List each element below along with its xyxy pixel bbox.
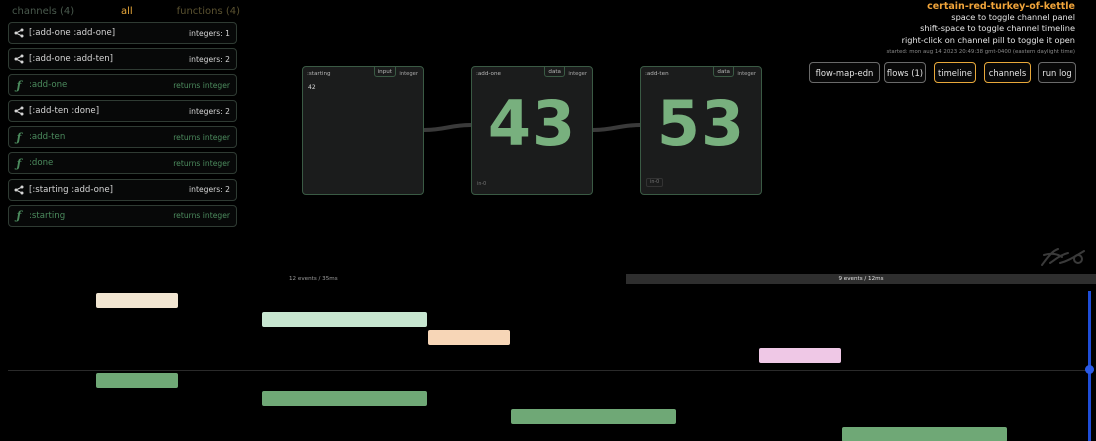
- tab-all[interactable]: all: [121, 6, 133, 17]
- timeline-event[interactable]: [842, 427, 1007, 441]
- function-icon: ƒ: [16, 156, 22, 170]
- list-item-meta: returns integer: [173, 132, 230, 142]
- list-item-meta: integers: 2: [189, 106, 230, 116]
- list-item-function[interactable]: ƒ :done returns integer: [8, 152, 237, 175]
- node-badge: data: [713, 66, 734, 77]
- list-item-function[interactable]: ƒ :add-one returns integer: [8, 74, 237, 97]
- list-item-label: :add-one: [29, 80, 68, 91]
- node-port: in-0: [477, 182, 487, 187]
- timeline-event[interactable]: [759, 348, 841, 363]
- function-icon: ƒ: [16, 78, 22, 92]
- hint-channel-timeline: shift-space to toggle channel timeline: [920, 23, 1075, 34]
- list-item-label: :starting: [29, 210, 66, 221]
- timeline-scrubber-handle[interactable]: [1085, 365, 1094, 374]
- list-item-label: [:add-one :add-one]: [29, 28, 116, 38]
- edge-starting-add-one: [423, 123, 472, 132]
- function-icon: ƒ: [16, 209, 22, 223]
- share-icon: [14, 184, 24, 196]
- timeline-event[interactable]: [262, 312, 427, 327]
- timeline-event[interactable]: [96, 293, 178, 308]
- node-badge: data: [544, 66, 565, 77]
- node-badge: input: [373, 66, 396, 77]
- tab-channels[interactable]: channels (4): [12, 6, 75, 17]
- list-item-meta: returns integer: [173, 158, 230, 168]
- node-type: integer: [399, 70, 418, 77]
- node-type: integer: [568, 70, 587, 77]
- list-item-meta: returns integer: [173, 211, 230, 221]
- tab-functions[interactable]: functions (4): [176, 6, 240, 17]
- share-icon: [14, 53, 24, 65]
- node-add-one[interactable]: :add-one data integer 43 in-0: [471, 66, 593, 195]
- node-type: integer: [737, 70, 756, 77]
- node-title: :add-one: [476, 71, 501, 77]
- timeline-event[interactable]: [511, 409, 676, 424]
- list-item-label: [:add-ten :done]: [29, 106, 100, 117]
- list-item-meta: integers: 2: [189, 185, 230, 195]
- list-item-label: :done: [29, 158, 54, 169]
- app-logo-icon: [1041, 248, 1085, 266]
- channel-function-list: [:add-one :add-one] integers: 1 [:add-on…: [8, 22, 237, 231]
- edge-add-one-add-ten: [592, 123, 641, 132]
- list-item-channel[interactable]: [:add-one :add-one] integers: 1: [8, 22, 237, 44]
- hint-channel-pill: right-click on channel pill to toggle it…: [901, 34, 1075, 45]
- node-value: 42: [308, 84, 316, 91]
- node-title: :add-ten: [645, 71, 669, 77]
- node-add-ten[interactable]: :add-ten data integer 53 in-0: [640, 66, 762, 195]
- function-icon: ƒ: [16, 130, 22, 144]
- list-item-label: [:add-one :add-ten]: [29, 54, 114, 65]
- list-item-channel[interactable]: [:add-ten :done] integers: 2: [8, 100, 237, 123]
- flow-map-edn-button[interactable]: flow-map-edn: [809, 62, 880, 83]
- list-item-meta: integers: 2: [189, 54, 230, 64]
- panel-tabs: channels (4) all functions (4): [8, 5, 240, 21]
- list-item-function[interactable]: ƒ :add-ten returns integer: [8, 126, 237, 149]
- channels-button[interactable]: channels: [984, 62, 1031, 83]
- node-title: :starting: [307, 71, 331, 77]
- list-item-function[interactable]: ƒ :starting returns integer: [8, 204, 237, 227]
- list-item-label: [:starting :add-one]: [29, 184, 113, 195]
- share-icon: [14, 105, 24, 117]
- timeline-event[interactable]: [96, 373, 178, 388]
- node-value: 53: [656, 87, 746, 160]
- timeline-events-right: 9 events / 12ms: [838, 276, 884, 282]
- timeline-events-bar[interactable]: 9 events / 12ms: [626, 274, 1096, 284]
- node-value: 43: [487, 87, 577, 160]
- list-item-label: :add-ten: [29, 132, 66, 143]
- flow-info: certain-red-turkey-of-kettle space to to…: [886, 1, 1075, 56]
- hint-channel-panel: space to toggle channel panel: [951, 12, 1075, 22]
- timeline-divider: [8, 370, 1094, 371]
- flow-name: certain-red-turkey-of-kettle: [927, 1, 1075, 12]
- timeline-event[interactable]: [262, 391, 427, 406]
- timeline-events-left: 12 events / 35ms: [289, 276, 338, 282]
- node-starting[interactable]: :starting input integer 42: [302, 66, 424, 195]
- timeline-event[interactable]: [428, 330, 510, 345]
- list-item-meta: integers: 1: [189, 28, 230, 38]
- list-item-channel[interactable]: [:add-one :add-ten] integers: 2: [8, 48, 237, 71]
- timeline-button[interactable]: timeline: [934, 62, 976, 83]
- flows-button[interactable]: flows (1): [884, 62, 926, 83]
- share-icon: [14, 27, 24, 39]
- run-log-button[interactable]: run log: [1038, 62, 1076, 83]
- started-timestamp: started: mon aug 14 2023 20:49:38 gmt-04…: [886, 48, 1075, 55]
- node-port: in-0: [646, 178, 664, 187]
- list-item-channel[interactable]: [:starting :add-one] integers: 2: [8, 178, 237, 201]
- list-item-meta: returns integer: [173, 80, 230, 90]
